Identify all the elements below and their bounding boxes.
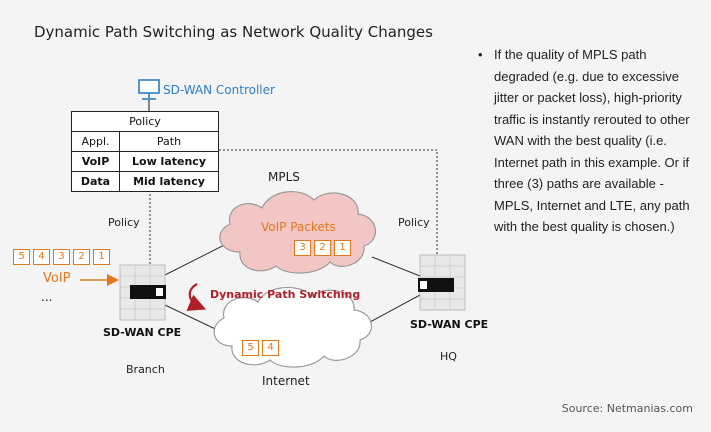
branch-cpe-icon (119, 264, 166, 321)
packet-box: 5 (242, 340, 259, 356)
policy-cell-app: VoIP (71, 151, 120, 172)
internet-label: Internet (262, 374, 310, 388)
voip-label: VoIP (43, 271, 71, 286)
packet-box: 4 (262, 340, 279, 356)
more-traffic-ellipsis: ... (41, 290, 53, 304)
policy-header-path: Path (119, 131, 219, 152)
policy-header-appl: Appl. (71, 131, 120, 152)
packet-box: 3 (294, 240, 311, 256)
policy-cell-path: Low latency (119, 151, 219, 172)
branch-policy-label: Policy (108, 216, 140, 229)
monitor-icon (138, 79, 160, 100)
hq-policy-label: Policy (398, 216, 430, 229)
hq-cpe-icon (418, 254, 466, 311)
branch-cpe-label: SD-WAN CPE (103, 326, 182, 339)
hq-cpe-label: SD-WAN CPE (410, 318, 489, 331)
link-mpls-hq (371, 256, 421, 277)
packet-box: 5 (13, 249, 30, 265)
policy-table-title: Policy (71, 111, 219, 132)
bullet-icon: • (478, 47, 483, 62)
packet-box: 2 (314, 240, 331, 256)
mpls-label: MPLS (268, 170, 300, 184)
packet-box: 3 (53, 249, 70, 265)
link-internet-hq (369, 294, 421, 323)
policy-cell-path: Mid latency (119, 171, 219, 192)
explanation-text: If the quality of MPLS path degraded (e.… (494, 47, 690, 234)
table-row: Data Mid latency (71, 171, 219, 192)
branch-site-label: Branch (126, 363, 165, 376)
controller-label: SD-WAN Controller (163, 83, 275, 97)
packet-box: 1 (334, 240, 351, 256)
switch-label: Dynamic Path Switching (210, 288, 361, 301)
packet-box: 4 (33, 249, 50, 265)
diagram-title: Dynamic Path Switching as Network Qualit… (34, 23, 433, 41)
policy-cell-app: Data (71, 171, 120, 192)
switch-arrow (186, 283, 207, 311)
packet-box: 2 (73, 249, 90, 265)
packet-box: 1 (93, 249, 110, 265)
source-credit: Source: Netmanias.com (561, 402, 693, 415)
policy-table: Policy Appl. Path VoIP Low latency Data … (71, 111, 219, 192)
hq-site-label: HQ (440, 350, 457, 363)
voip-packets-label: VoIP Packets (261, 220, 336, 234)
policy-line-hq (219, 149, 441, 271)
table-row: VoIP Low latency (71, 151, 219, 172)
explanation-note: • If the quality of MPLS path degraded (… (478, 44, 700, 238)
